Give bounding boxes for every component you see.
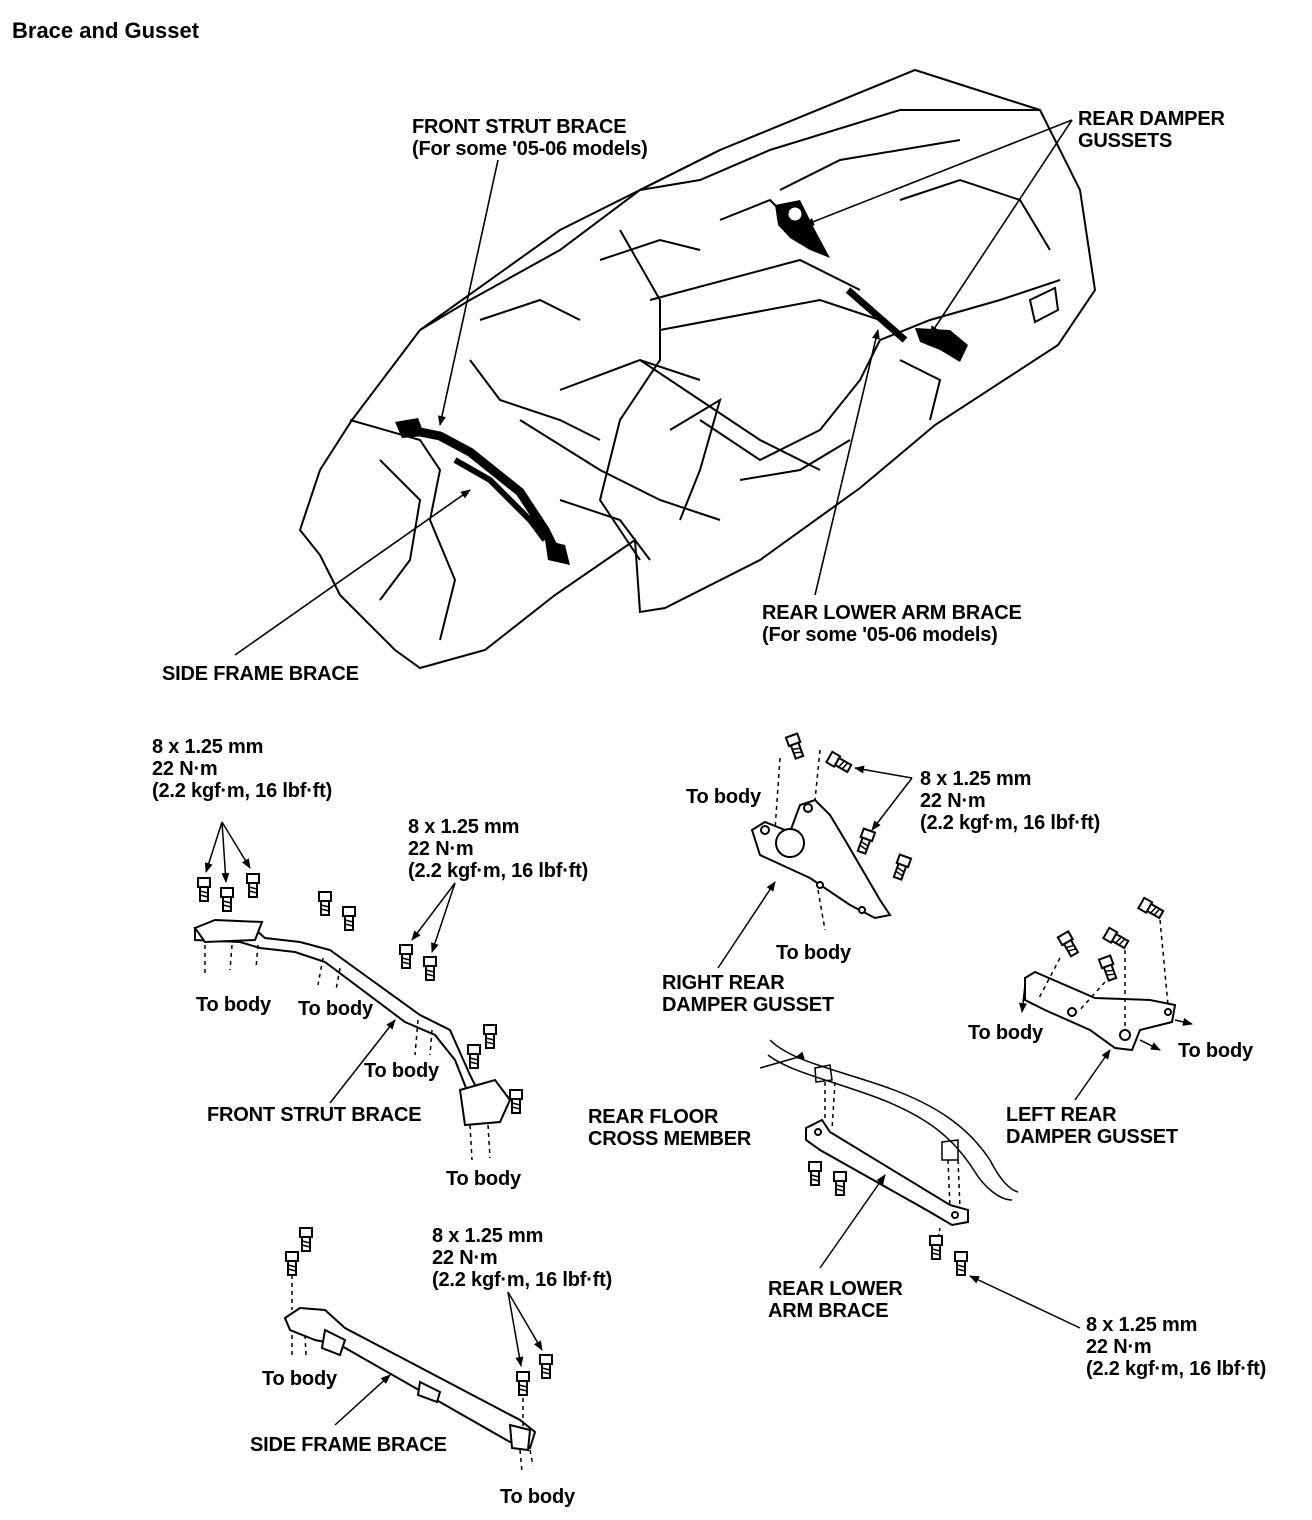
page-title: Brace and Gusset <box>12 18 200 43</box>
front-strut-brace-highlight <box>395 418 570 565</box>
label-line: REAR FLOOR <box>588 1106 719 1128</box>
side-frame-brace-label: SIDE FRAME BRACE <box>250 1434 447 1456</box>
left-rear-damper-gusset-part <box>1024 970 1177 1052</box>
torque-value: 22 N·m <box>432 1247 498 1269</box>
to-body-label: To body <box>364 1060 439 1082</box>
rear-lower-arm-brace-part <box>805 1118 969 1227</box>
rear-floor-cross-member-label: REAR FLOOR CROSS MEMBER <box>588 1106 751 1150</box>
label-line: GUSSETS <box>1078 130 1173 152</box>
label-line: ARM BRACE <box>768 1300 889 1322</box>
torque-value: 22 N·m <box>152 758 218 780</box>
front-strut-brace-label: FRONT STRUT BRACE <box>207 1104 422 1126</box>
label-line: DAMPER GUSSET <box>662 994 834 1016</box>
torque-alt: (2.2 kgf·m, 16 lbf·ft) <box>1086 1358 1267 1380</box>
torque-spec-right-rear-gusset: 8 x 1.25 mm 22 N·m (2.2 kgf·m, 16 lbf·ft… <box>920 768 1100 834</box>
torque-size: 8 x 1.25 mm <box>1086 1314 1198 1336</box>
overview-front-strut-brace-label: FRONT STRUT BRACE (For some '05-06 model… <box>412 116 648 160</box>
torque-size: 8 x 1.25 mm <box>408 816 520 838</box>
to-body-label: To body <box>776 942 851 964</box>
left-rear-damper-gusset-label: LEFT REAR DAMPER GUSSET <box>1006 1104 1178 1148</box>
to-body-label: To body <box>686 786 761 808</box>
to-body-label: To body <box>968 1022 1043 1044</box>
torque-size: 8 x 1.25 mm <box>920 768 1032 790</box>
torque-size: 8 x 1.25 mm <box>432 1225 544 1247</box>
torque-spec-rear-lower-arm: 8 x 1.25 mm 22 N·m (2.2 kgf·m, 16 lbf·ft… <box>1086 1314 1266 1380</box>
label-line: LEFT REAR <box>1006 1104 1117 1126</box>
overview-side-frame-brace-label: SIDE FRAME BRACE <box>162 663 359 685</box>
torque-value: 22 N·m <box>1086 1336 1152 1358</box>
torque-alt: (2.2 kgf·m, 16 lbf·ft) <box>152 780 333 802</box>
overview-leaders <box>234 119 1073 656</box>
left-rear-gusset-bolts <box>1056 896 1166 983</box>
torque-size: 8 x 1.25 mm <box>152 736 264 758</box>
car-body-overview <box>298 68 1097 670</box>
right-rear-damper-gusset-part <box>750 798 892 920</box>
torque-spec-front-strut-2: 8 x 1.25 mm 22 N·m (2.2 kgf·m, 16 lbf·ft… <box>408 816 588 882</box>
right-rear-damper-gusset-label: RIGHT REAR DAMPER GUSSET <box>662 972 834 1016</box>
torque-value: 22 N·m <box>408 838 474 860</box>
left-rear-gusset-leaders <box>1019 919 1193 1101</box>
front-strut-brace-leaders <box>204 821 491 1161</box>
to-body-label: To body <box>1178 1040 1253 1062</box>
to-body-label: To body <box>196 994 271 1016</box>
rear-lower-arm-brace-leaders <box>759 1051 1081 1329</box>
torque-alt: (2.2 kgf·m, 16 lbf·ft) <box>432 1269 613 1291</box>
front-strut-brace-part <box>193 918 512 1127</box>
to-body-label: To body <box>446 1168 521 1190</box>
label-line: (For some '05-06 models) <box>412 138 648 160</box>
rear-lower-arm-brace-label: REAR LOWER ARM BRACE <box>768 1278 903 1322</box>
side-frame-brace-part <box>283 1306 537 1452</box>
label-line: REAR DAMPER <box>1078 108 1225 130</box>
torque-spec-front-strut-1: 8 x 1.25 mm 22 N·m (2.2 kgf·m, 16 lbf·ft… <box>152 736 332 802</box>
label-line: REAR LOWER <box>768 1278 903 1300</box>
label-line: DAMPER GUSSET <box>1006 1126 1178 1148</box>
label-line: CROSS MEMBER <box>588 1128 752 1150</box>
to-body-label: To body <box>500 1486 575 1508</box>
torque-alt: (2.2 kgf·m, 16 lbf·ft) <box>920 812 1101 834</box>
to-body-label: To body <box>262 1368 337 1390</box>
label-line: REAR LOWER ARM BRACE <box>762 602 1022 624</box>
label-line: FRONT STRUT BRACE <box>412 116 627 138</box>
torque-alt: (2.2 kgf·m, 16 lbf·ft) <box>408 860 589 882</box>
label-line: (For some '05-06 models) <box>762 624 998 646</box>
to-body-label: To body <box>298 998 373 1020</box>
label-line: RIGHT REAR <box>662 972 785 994</box>
overview-rear-lower-arm-brace-label: REAR LOWER ARM BRACE (For some '05-06 mo… <box>762 602 1022 646</box>
overview-rear-damper-gussets-label: REAR DAMPER GUSSETS <box>1078 108 1225 152</box>
torque-spec-side-frame: 8 x 1.25 mm 22 N·m (2.2 kgf·m, 16 lbf·ft… <box>432 1225 612 1291</box>
right-rear-gusset-leaders <box>717 749 913 969</box>
torque-value: 22 N·m <box>920 790 986 812</box>
side-frame-brace-leaders <box>291 1275 543 1473</box>
rear-lower-arm-brace-highlight <box>845 287 908 343</box>
rear-damper-gusset-highlight <box>775 200 968 362</box>
